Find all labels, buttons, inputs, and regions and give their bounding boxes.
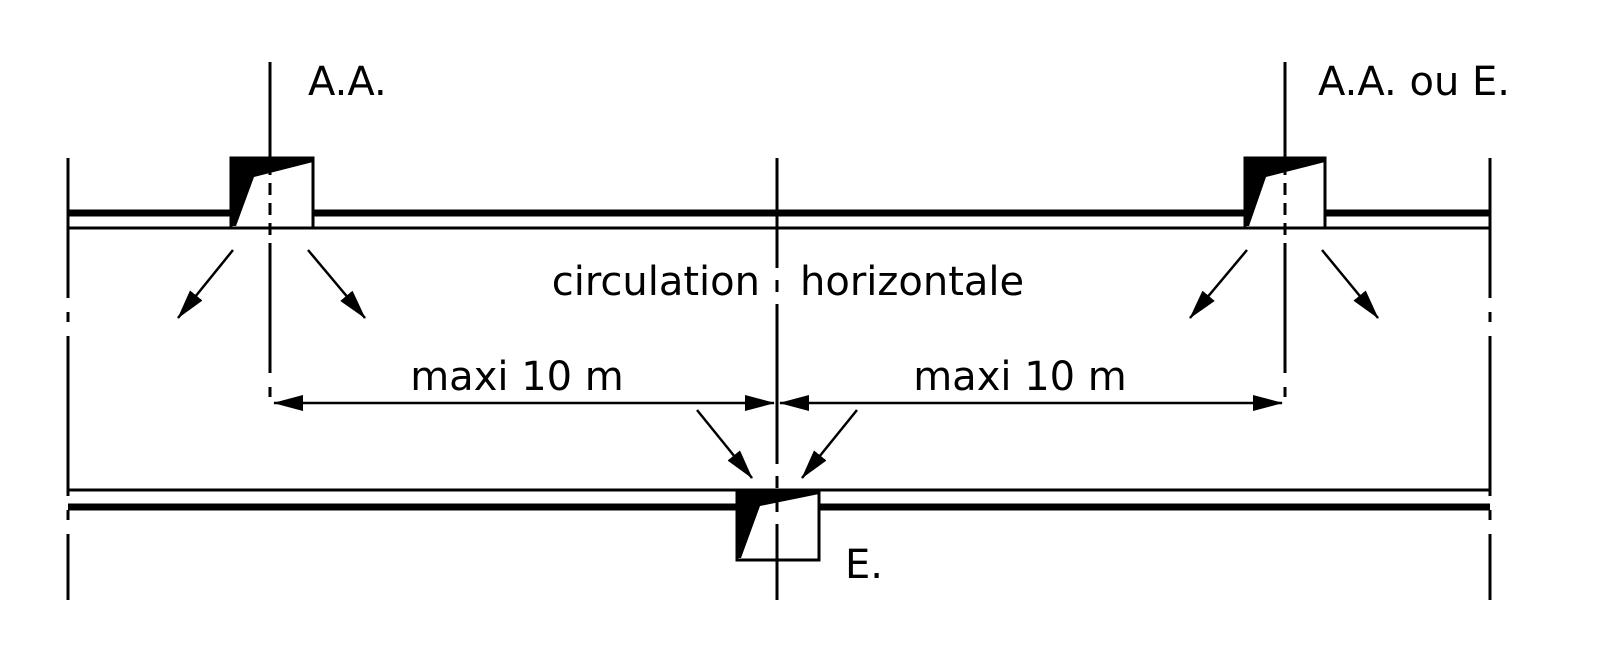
label-bottom-vent: E. <box>845 542 883 588</box>
label-distance-left: maxi 10 m <box>410 354 624 400</box>
label-top-right-vent: A.A. ou E. <box>1318 59 1510 105</box>
end-walls <box>66 158 1492 600</box>
label-corridor-right: horizontale <box>800 259 1024 305</box>
label-corridor-left: circulation <box>552 259 760 305</box>
top-left-vent <box>229 156 315 230</box>
airflow-arrows <box>177 249 1379 479</box>
label-distance-right: maxi 10 m <box>913 354 1127 400</box>
axis-lines <box>268 62 1287 600</box>
label-top-left-vent: A.A. <box>308 59 387 105</box>
